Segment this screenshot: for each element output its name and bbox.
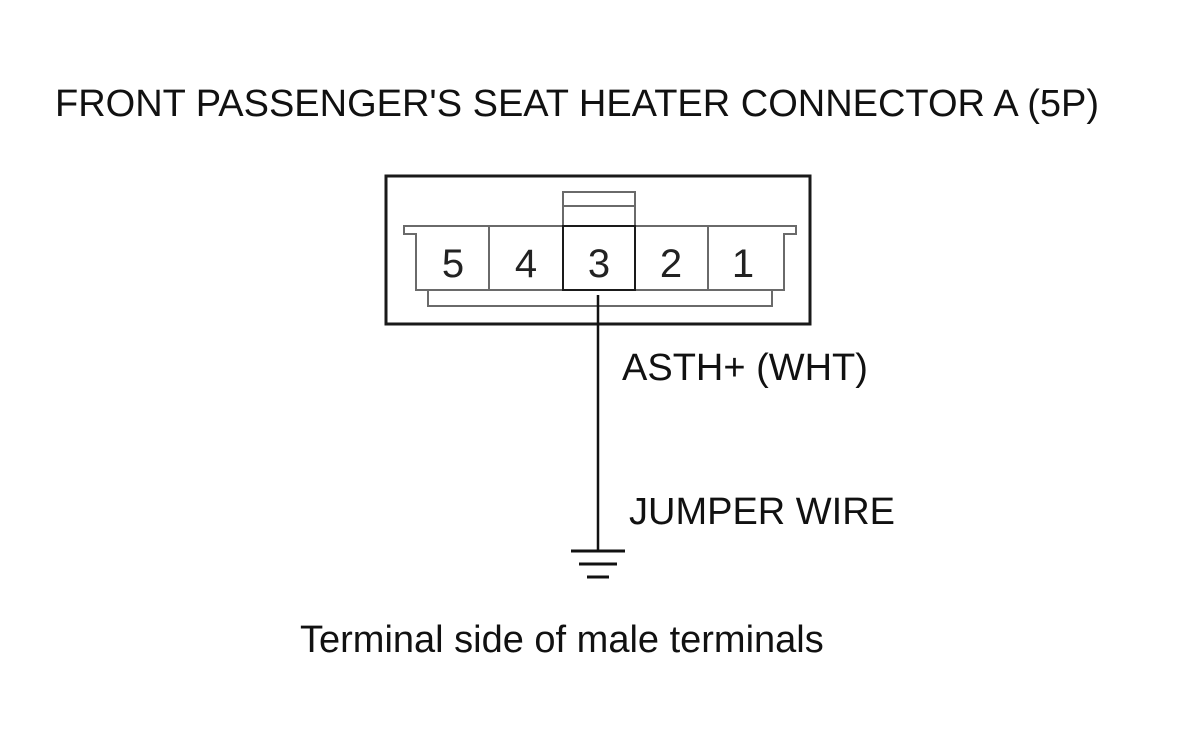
terminal-number-5: 5 — [442, 242, 464, 286]
jumper-wire-label: JUMPER WIRE — [629, 491, 895, 533]
terminal-number-2: 2 — [660, 242, 682, 286]
locking-tab — [562, 191, 636, 207]
terminal-3-cavity — [562, 225, 636, 291]
terminal-number-4: 4 — [515, 242, 537, 286]
wire-label: ASTH+ (WHT) — [622, 347, 868, 389]
diagram-title: FRONT PASSENGER'S SEAT HEATER CONNECTOR … — [55, 83, 1099, 125]
terminal-number-3: 3 — [588, 242, 610, 286]
connector-inner-outline — [403, 225, 797, 307]
terminal-number-1: 1 — [732, 242, 754, 286]
diagram-caption: Terminal side of male terminals — [300, 619, 824, 661]
